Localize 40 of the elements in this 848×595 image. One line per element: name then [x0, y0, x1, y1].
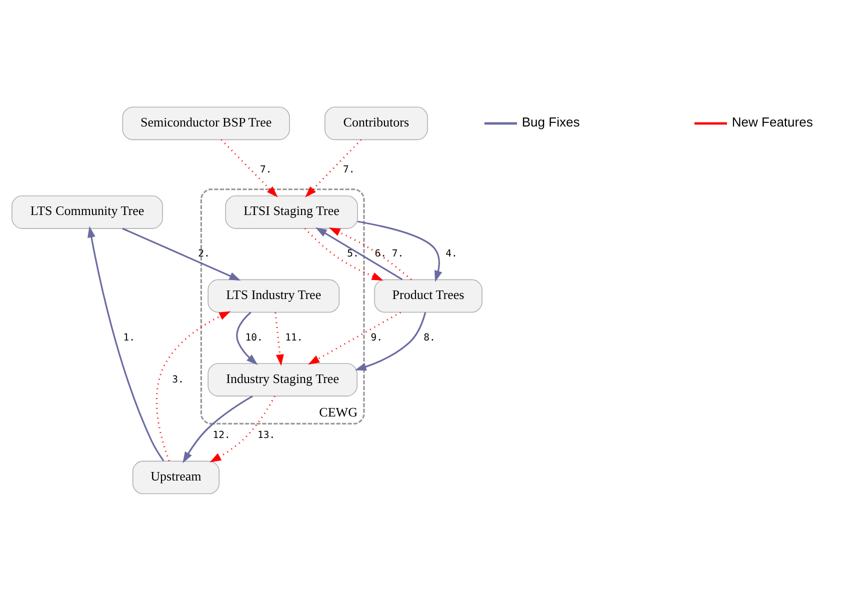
legend-label: Bug Fixes: [522, 114, 580, 130]
arrow: [357, 220, 442, 282]
edge-label: 7.: [343, 164, 355, 176]
node-box: Semiconductor BSP Tree: [122, 106, 290, 140]
legend-label: New Features: [732, 114, 813, 130]
edge-label: 7.: [392, 248, 404, 260]
edge-label: 7.: [260, 164, 272, 176]
edge-label: 5.: [347, 248, 359, 260]
node-box: LTS Community Tree: [12, 194, 163, 228]
node-box: LTS Industry Tree: [208, 278, 340, 312]
edge-label: 11.: [285, 332, 303, 343]
node-box: Contributors: [324, 106, 428, 140]
arrow: [156, 310, 231, 461]
arrow: [236, 311, 258, 365]
arrow: [122, 227, 241, 280]
edge-label: 1.: [123, 332, 136, 343]
node-box: LTSI Staging Tree: [225, 194, 358, 228]
edge-label: 6.: [374, 248, 387, 260]
arrow: [210, 395, 276, 462]
node-box: Industry Staging Tree: [208, 362, 358, 396]
arrow: [354, 312, 426, 370]
arrow: [304, 227, 384, 280]
arrow: [328, 227, 412, 280]
edge-label: 9.: [370, 332, 382, 343]
arrow: [87, 226, 164, 461]
edge-label: 12.: [212, 430, 230, 441]
edge-label: 3.: [172, 374, 184, 385]
node-box: Product Trees: [374, 278, 482, 312]
edge-label: 8.: [424, 332, 436, 343]
arrow: [182, 394, 253, 463]
arrow: [308, 311, 401, 364]
arrow: [305, 138, 362, 197]
arrow: [274, 312, 284, 366]
arrow: [315, 226, 403, 280]
arrow: [220, 138, 278, 197]
node-box: Upstream: [132, 460, 220, 494]
edge-label: 10.: [245, 332, 263, 343]
edge-label: 4.: [446, 248, 458, 260]
edge-label: 2.: [198, 248, 210, 260]
edge-label: 13.: [257, 430, 276, 441]
